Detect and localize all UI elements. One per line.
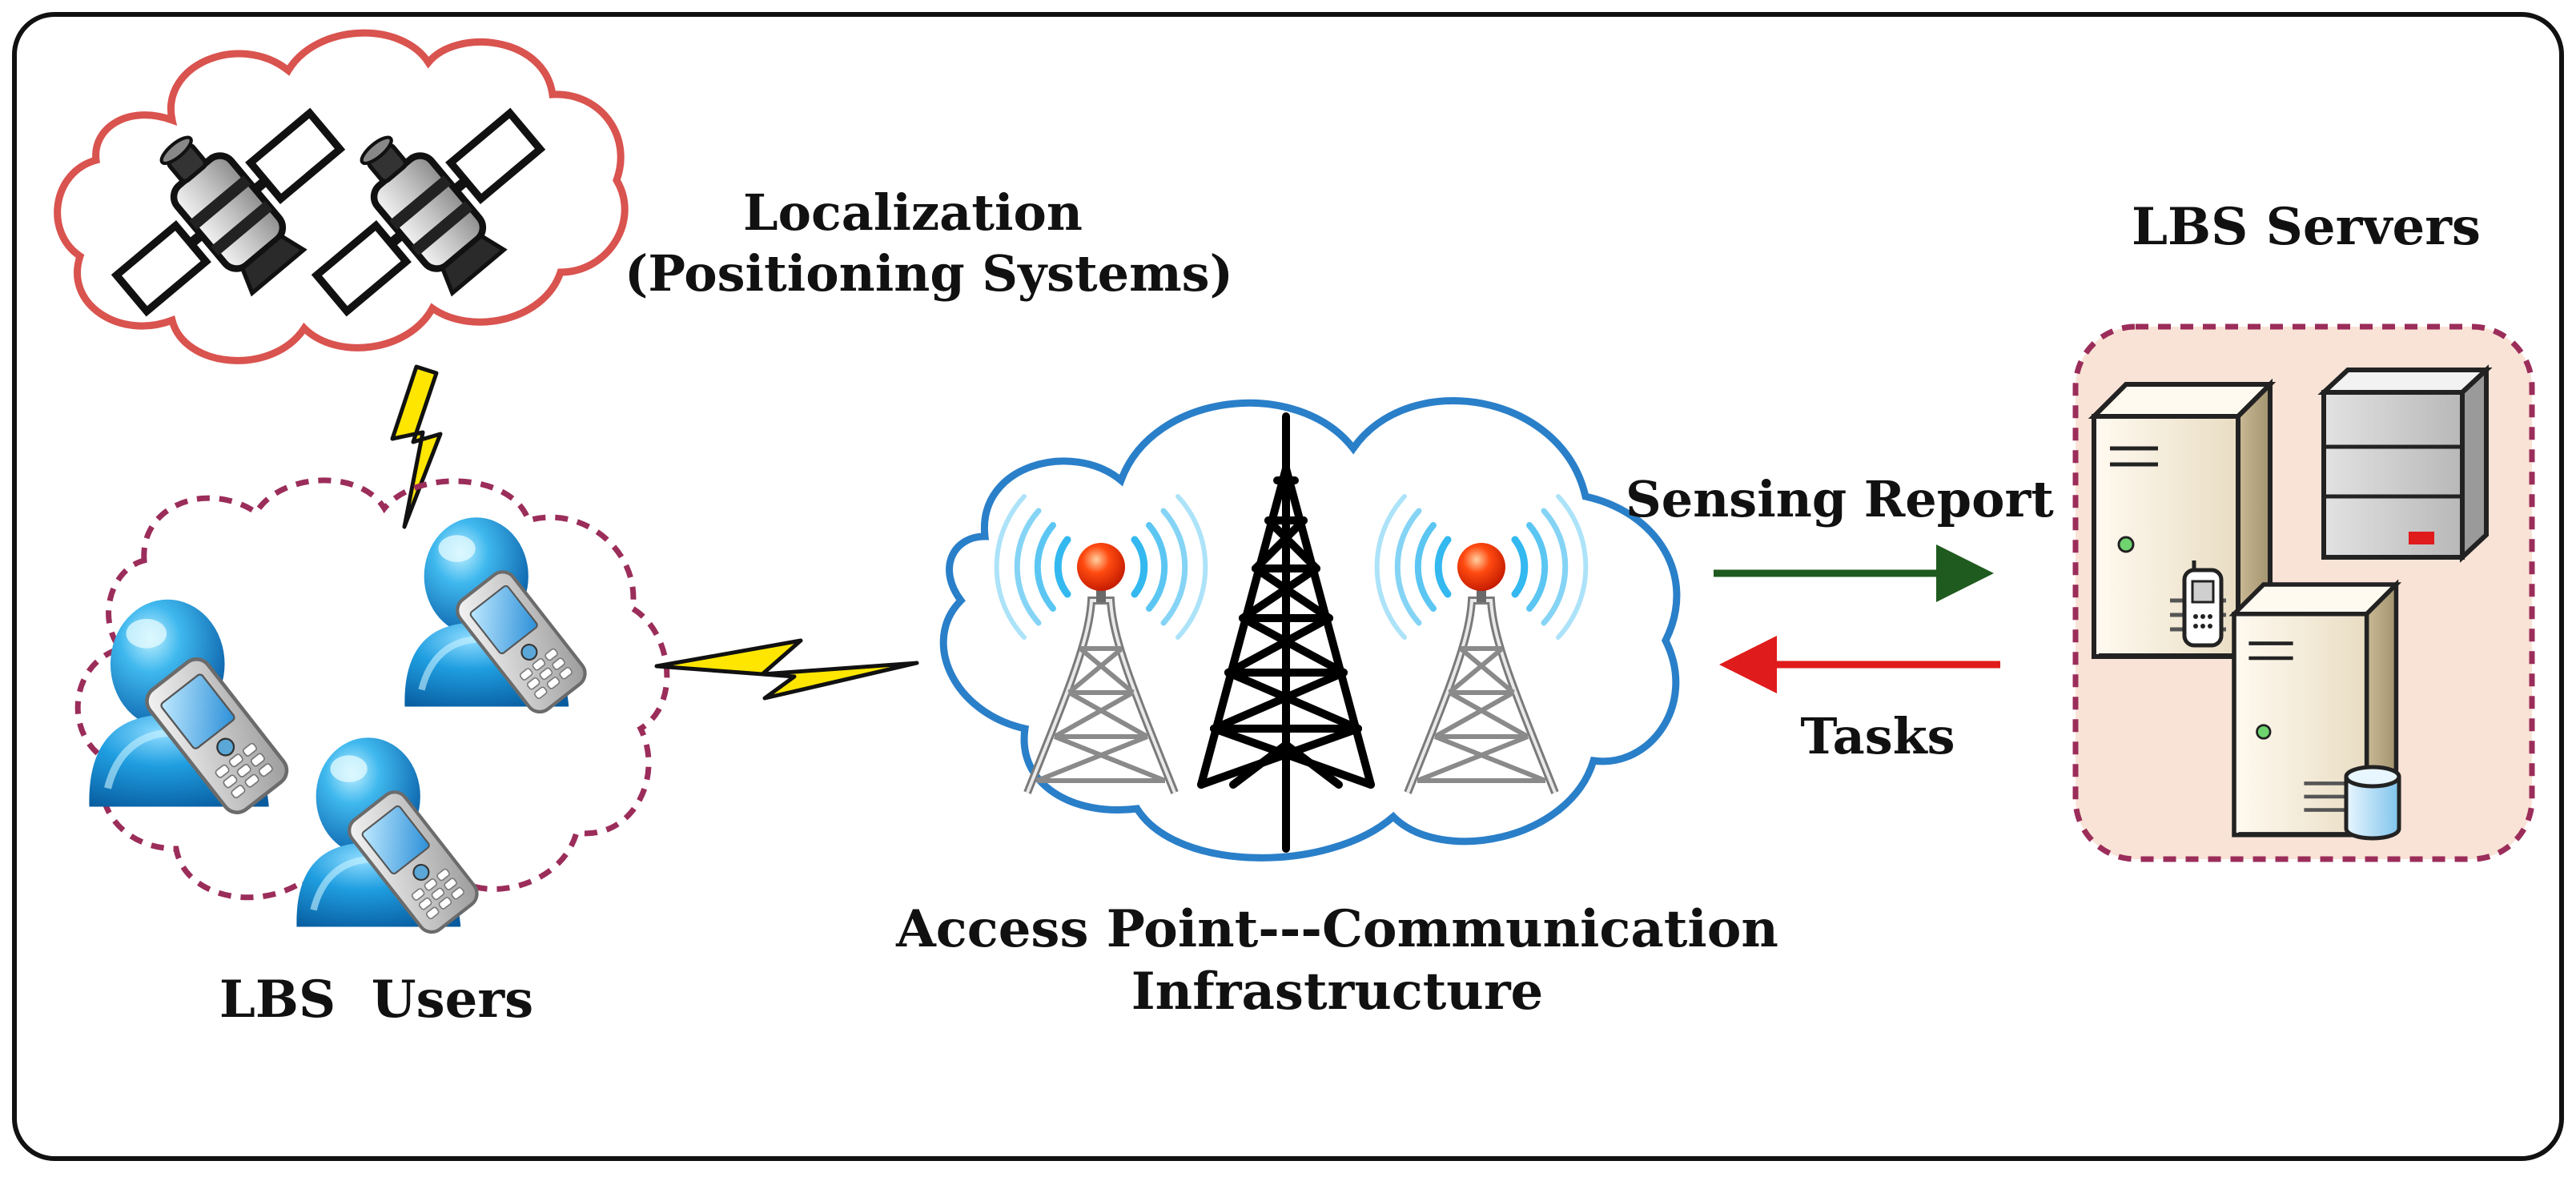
user-with-phone-icon: [89, 600, 292, 818]
mobile-device-icon: [2182, 560, 2224, 648]
access-point-label-line1: Access Point---Communication: [896, 899, 1778, 959]
users-cloud: [74, 477, 670, 919]
server-icon: [2317, 364, 2493, 563]
database-icon: [2344, 765, 2401, 841]
satellite-cloud: [54, 29, 629, 364]
lightning-icon: [390, 364, 443, 529]
sensing-report-label: Sensing Report: [1626, 470, 2054, 528]
outer-frame: [12, 12, 2564, 1161]
radio-tower-icon: [1197, 412, 1375, 853]
satellite-icon: [75, 64, 375, 352]
tasks-label: Tasks: [1800, 707, 1955, 765]
lightning-icon: [654, 638, 919, 701]
access-point-cloud: [939, 396, 1681, 862]
localization-label-line2: (Positioning Systems): [625, 243, 1233, 303]
localization-label-line1: Localization: [743, 183, 1083, 242]
lbs-servers-label: LBS Servers: [2132, 197, 2481, 257]
access-point-label: Access Point---Communication Infrastruct…: [865, 898, 1810, 1023]
localization-label: Localization (Positioning Systems): [625, 183, 1233, 303]
user-with-phone-icon: [404, 517, 590, 717]
user-with-phone-icon: [296, 737, 482, 938]
access-point-label-line2: Infrastructure: [1131, 962, 1544, 1022]
antenna-mast-icon: [1377, 496, 1586, 793]
lbs-users-label: LBS Users: [219, 970, 534, 1030]
